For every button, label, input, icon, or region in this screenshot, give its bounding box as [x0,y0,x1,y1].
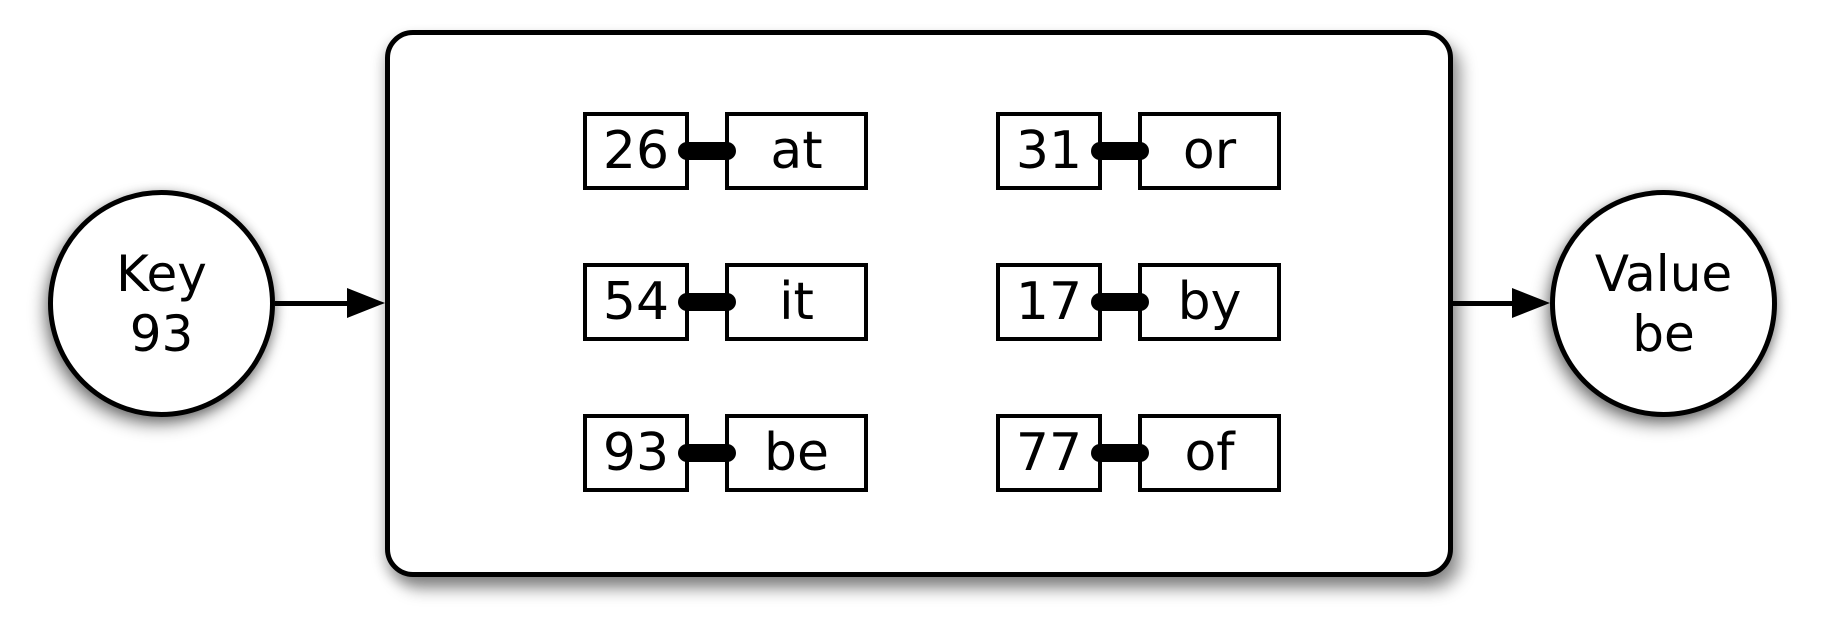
kv-pair: 54 it [583,263,868,341]
arrow-head-icon [1512,288,1550,318]
value-node-label: Value [1594,244,1733,303]
link-connector-icon [1091,142,1149,160]
link-connector-icon [678,142,736,160]
kv-pair: 31 or [996,112,1281,190]
value-node-value: be [1632,304,1695,363]
key-node-circle: Key 93 [48,190,275,417]
key-box: 54 [583,263,689,341]
value-box: or [1138,112,1281,190]
key-box: 93 [583,414,689,492]
arrow-shaft [275,301,351,306]
link-connector-icon [1091,293,1149,311]
key-box: 26 [583,112,689,190]
map-container: 26 at 54 it 93 be 31 or 17 [385,30,1453,577]
value-box: by [1138,263,1281,341]
key-node-label: Key [116,244,207,303]
key-box: 17 [996,263,1102,341]
key-node-value: 93 [129,304,194,363]
key-box: 77 [996,414,1102,492]
arrow-head-icon [347,288,385,318]
arrow-shaft [1453,301,1516,306]
value-box: of [1138,414,1281,492]
value-box: be [725,414,868,492]
pairs-grid: 26 at 54 it 93 be 31 or 17 [583,112,1281,492]
value-box: at [725,112,868,190]
value-box: it [725,263,868,341]
key-box: 31 [996,112,1102,190]
link-connector-icon [678,444,736,462]
kv-pair: 93 be [583,414,868,492]
link-connector-icon [678,293,736,311]
kv-pair: 17 by [996,263,1281,341]
kv-pair: 26 at [583,112,868,190]
link-connector-icon [1091,444,1149,462]
value-node-circle: Value be [1550,190,1777,417]
kv-pair: 77 of [996,414,1281,492]
